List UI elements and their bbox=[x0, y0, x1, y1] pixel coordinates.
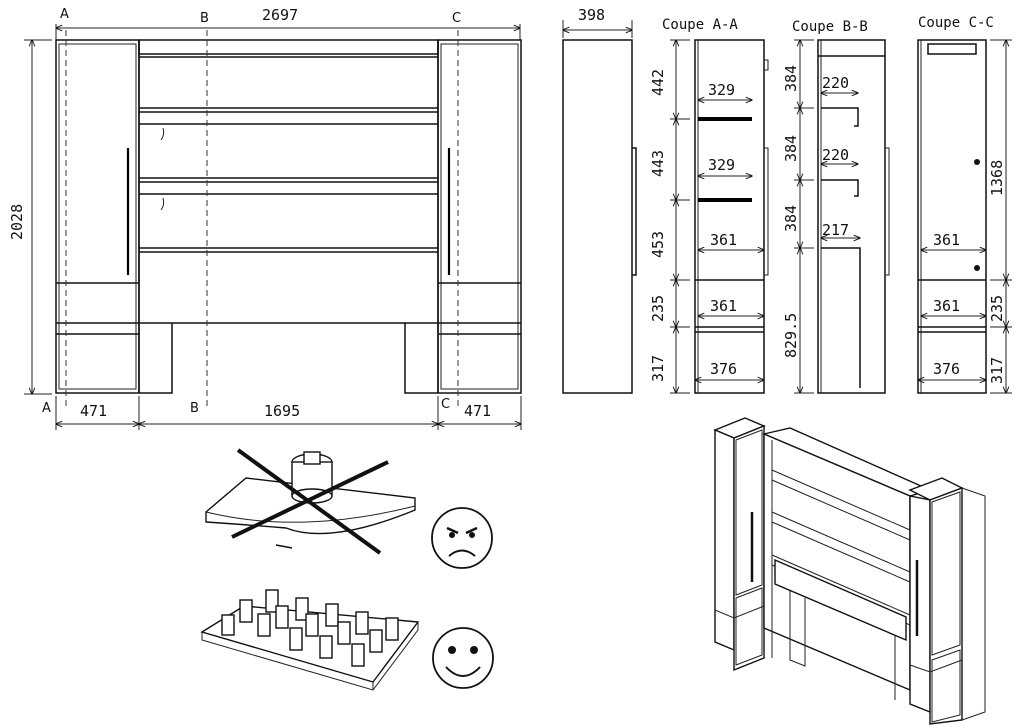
load-warning-good bbox=[200, 589, 420, 691]
depth-label: 398 bbox=[578, 6, 605, 24]
a-width-2: 329 bbox=[708, 156, 735, 174]
isometric-view bbox=[713, 417, 986, 725]
sad-face-icon bbox=[431, 507, 493, 569]
a-height-3: 453 bbox=[649, 231, 667, 258]
a-width-3: 361 bbox=[710, 231, 737, 249]
section-b-title: Coupe B-B bbox=[792, 19, 868, 35]
b-width-2: 220 bbox=[822, 146, 849, 164]
c-height-3: 317 bbox=[988, 357, 1006, 384]
c-width-1: 361 bbox=[933, 231, 960, 249]
b-height-4: 829.5 bbox=[782, 313, 800, 358]
c-width-2: 361 bbox=[933, 297, 960, 315]
small-weights bbox=[221, 589, 399, 667]
section-mark-b-bottom: B bbox=[190, 401, 199, 416]
section-b-b: Coupe B-B 384 384 384 829.5 220 220 217 bbox=[782, 19, 890, 394]
center-width-label: 1695 bbox=[264, 402, 300, 420]
b-width-1: 220 bbox=[822, 74, 849, 92]
section-a-title: Coupe A-A bbox=[662, 17, 738, 33]
section-c-title: Coupe C-C bbox=[918, 15, 994, 31]
section-mark-c-top: C bbox=[452, 11, 461, 26]
happy-face-icon bbox=[432, 627, 494, 689]
section-c-c: Coupe C-C 1368 235 317 361 361 376 bbox=[917, 15, 1012, 394]
b-height-2: 384 bbox=[782, 135, 800, 162]
overall-height-label: 2028 bbox=[8, 204, 26, 240]
overall-width-label: 2697 bbox=[262, 6, 298, 24]
a-height-5: 317 bbox=[649, 355, 667, 382]
b-height-1: 384 bbox=[782, 65, 800, 92]
b-height-3: 384 bbox=[782, 205, 800, 232]
right-module-width-label: 471 bbox=[464, 402, 491, 420]
c-height-2: 235 bbox=[988, 295, 1006, 322]
a-height-1: 442 bbox=[649, 69, 667, 96]
left-module-width-label: 471 bbox=[80, 402, 107, 420]
section-mark-b-top: B bbox=[200, 11, 209, 26]
section-a-a: Coupe A-A 442 443 453 235 317 bbox=[649, 17, 769, 394]
section-mark-a-top: A bbox=[60, 7, 69, 22]
a-height-4: 235 bbox=[649, 295, 667, 322]
load-warning-bad bbox=[205, 448, 416, 555]
b-width-3: 217 bbox=[822, 221, 849, 239]
c-width-3: 376 bbox=[933, 360, 960, 378]
a-width-5: 376 bbox=[710, 360, 737, 378]
a-width-1: 329 bbox=[708, 81, 735, 99]
a-height-2: 443 bbox=[649, 150, 667, 177]
section-mark-c-bottom: C bbox=[441, 397, 450, 412]
side-view: 398 bbox=[562, 6, 637, 394]
c-height-1: 1368 bbox=[988, 160, 1006, 196]
front-view: 2697 2028 bbox=[8, 6, 522, 430]
a-width-4: 361 bbox=[710, 297, 737, 315]
section-mark-a-bottom: A bbox=[42, 401, 51, 416]
